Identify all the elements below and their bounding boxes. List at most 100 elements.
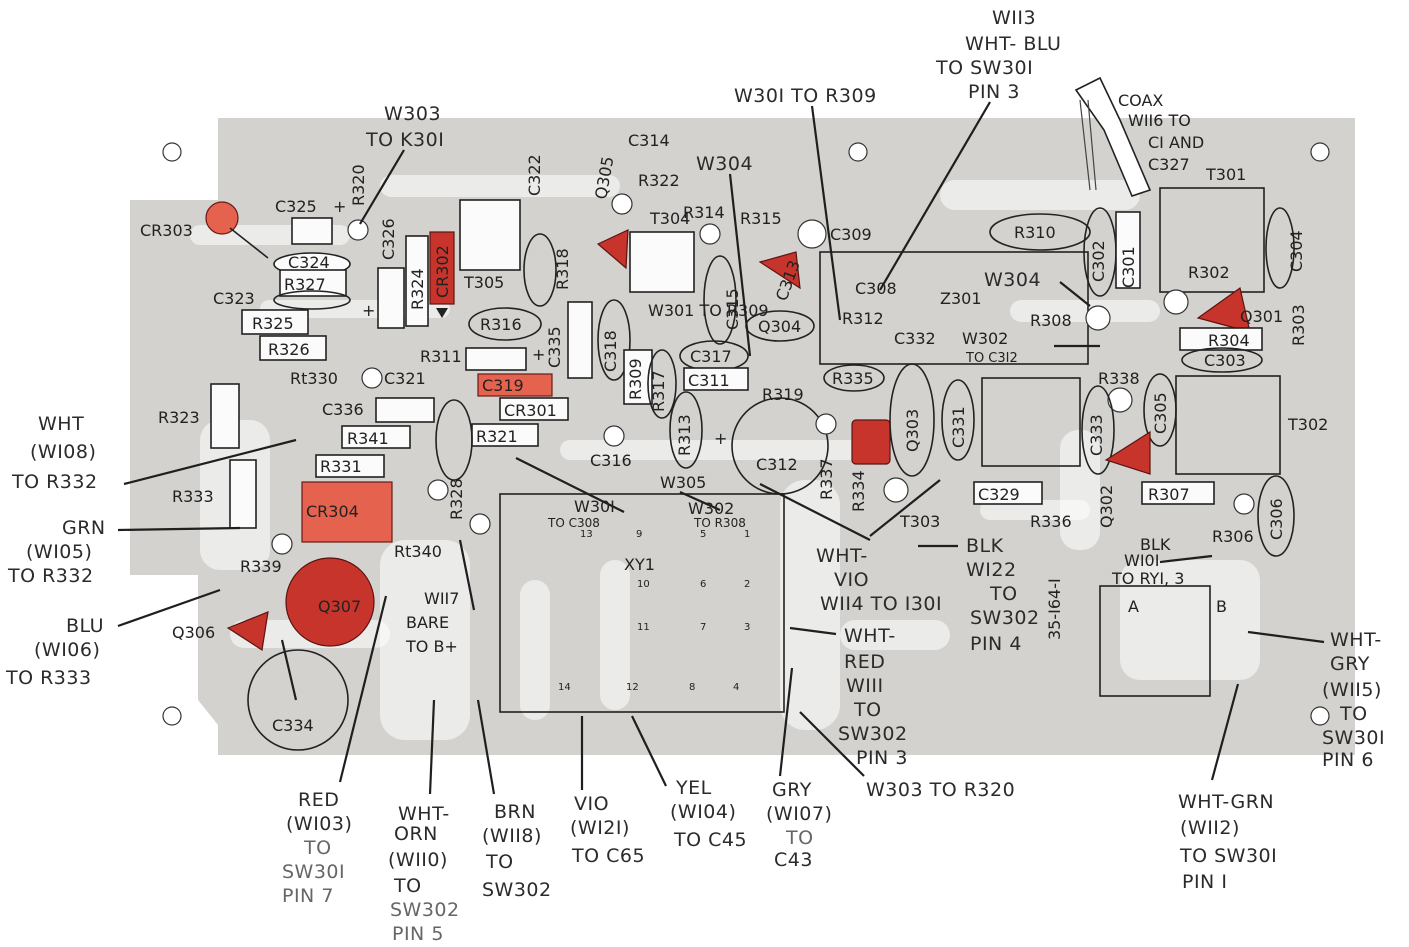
svg-text:WII4 TO I30I: WII4 TO I30I: [820, 593, 942, 615]
r323-resistor: [210, 383, 240, 449]
svg-text:TO K30I: TO K30I: [365, 129, 444, 151]
q301-transistor: [1196, 286, 1251, 333]
c336-capacitor: [375, 397, 435, 423]
svg-text:PIN I: PIN I: [1182, 871, 1227, 893]
callout-labels: WII3 WHT- BLU TO SW30I PIN 3 COAX WII6 T…: [5, 7, 1385, 945]
svg-text:SW302: SW302: [482, 879, 552, 901]
c306-label: C306: [1267, 498, 1286, 540]
c331-label: Q303: [903, 409, 922, 452]
q304-transistor: [758, 251, 801, 290]
c302-label: C302: [1089, 240, 1108, 282]
q302-label: Q302: [1097, 485, 1116, 528]
cr304-label: CR304: [306, 502, 359, 521]
r318-label: R318: [553, 248, 572, 290]
svg-text:6: 6: [700, 579, 706, 590]
svg-text:TO: TO: [485, 851, 514, 873]
r319-label: C316: [590, 451, 632, 470]
w303-r320-label: W303 TO R320: [866, 779, 1015, 801]
c329-capacitor: [941, 379, 975, 461]
r310-label: T303: [899, 512, 940, 531]
r341-label: R341: [347, 429, 389, 448]
r309-label: R321: [476, 427, 518, 446]
w303-label: W303: [384, 103, 441, 125]
svg-text:3: 3: [744, 622, 750, 633]
coax-cable: [1074, 76, 1152, 197]
svg-text:(WII5): (WII5): [1322, 679, 1382, 701]
svg-text:TO SW30I: TO SW30I: [1179, 845, 1277, 867]
svg-text:TO: TO: [393, 875, 422, 897]
svg-text:TO B+: TO B+: [405, 637, 458, 656]
c305-label: C305: [1151, 392, 1170, 434]
xy1-pin-a: B: [1216, 597, 1227, 616]
svg-text:BARE: BARE: [406, 613, 449, 632]
red-w103-label: RED: [298, 789, 339, 811]
blk-w122-label: BLK: [966, 535, 1004, 557]
cr301-diode: [477, 373, 553, 397]
r326-label: R326: [268, 340, 310, 359]
r333-resistor: [229, 459, 257, 529]
c311-label: C317: [690, 347, 732, 366]
blu-w106-label: BLU: [66, 615, 104, 637]
q306-label: Q306: [172, 623, 215, 642]
svg-text:10: 10: [637, 579, 650, 590]
r324-label: R324: [408, 268, 427, 310]
c324-label: C324: [288, 253, 330, 272]
w302-r308-label: W302: [688, 499, 734, 518]
svg-text:7: 7: [700, 622, 706, 633]
t303-label: R336: [1030, 512, 1072, 531]
svg-text:+: +: [362, 301, 375, 320]
k301-relay: XY1 13 9 5 1 10 6 2 11 7 3 14 12 8 4: [499, 493, 785, 713]
r303-label: R303: [1289, 304, 1308, 346]
svg-text:RED: RED: [844, 651, 885, 673]
q302-transistor: [1104, 430, 1151, 475]
wht-vio-label: WHT-: [816, 545, 868, 567]
r338-label: R338: [1098, 369, 1140, 388]
q301-label: Q301: [1240, 307, 1283, 326]
r307-resistor: [1141, 481, 1215, 505]
w302-c312-label: W302: [962, 329, 1008, 348]
r341-resistor: [341, 425, 411, 449]
leader-lines: [117, 101, 1325, 795]
r339-label: R339: [240, 557, 282, 576]
r320-label: R320: [349, 164, 368, 206]
svg-text:(WI07): (WI07): [766, 803, 832, 825]
r314-label: R314: [683, 203, 725, 222]
z301-filter: [819, 251, 1089, 365]
c304-label: C304: [1287, 230, 1306, 272]
svg-text:(WI05): (WI05): [26, 541, 92, 563]
rt340-label: Rt340: [394, 542, 442, 561]
c312-label: R313: [675, 414, 694, 456]
t304-label: T304: [649, 209, 690, 228]
svg-text:1: 1: [744, 529, 750, 540]
svg-text:TO SW30I: TO SW30I: [935, 57, 1033, 79]
wht-gry-label: WHT-: [1330, 629, 1382, 651]
svg-text:TO R332: TO R332: [11, 471, 98, 493]
svg-text:PIN 3: PIN 3: [856, 747, 908, 769]
svg-text:C43: C43: [774, 849, 813, 871]
brn-w118-label: BRN: [494, 801, 536, 823]
svg-text:+: +: [532, 345, 545, 364]
svg-text:(WII2): (WII2): [1180, 817, 1240, 839]
svg-text:SW30I: SW30I: [1322, 727, 1385, 749]
r321-resistor: [499, 397, 569, 421]
coax-label: COAX: [1118, 91, 1163, 110]
gry-w107-label: GRY: [772, 779, 812, 801]
t301-transformer: [1159, 187, 1265, 293]
svg-text:WI22: WI22: [966, 559, 1017, 581]
r308-label: R308: [1030, 311, 1072, 330]
blk-w101-label: BLK: [1140, 535, 1171, 554]
svg-text:(WI08): (WI08): [30, 441, 96, 463]
c319-label: R311: [420, 347, 462, 366]
svg-text:(WII0): (WII0): [388, 849, 448, 871]
xy1-label: A: [1128, 597, 1139, 616]
svg-text:SW30I: SW30I: [282, 861, 345, 883]
c323-label: C323: [213, 289, 255, 308]
r336-resistor: [973, 481, 1043, 505]
wht-w108-label: WHT: [38, 413, 84, 435]
svg-text:TO R332: TO R332: [7, 565, 94, 587]
q303-transistor: [851, 419, 891, 465]
r327-label: R327: [284, 275, 326, 294]
c316-label: C312: [756, 455, 798, 474]
c335-capacitor: [468, 307, 542, 341]
svg-text:TO R308: TO R308: [693, 516, 746, 530]
